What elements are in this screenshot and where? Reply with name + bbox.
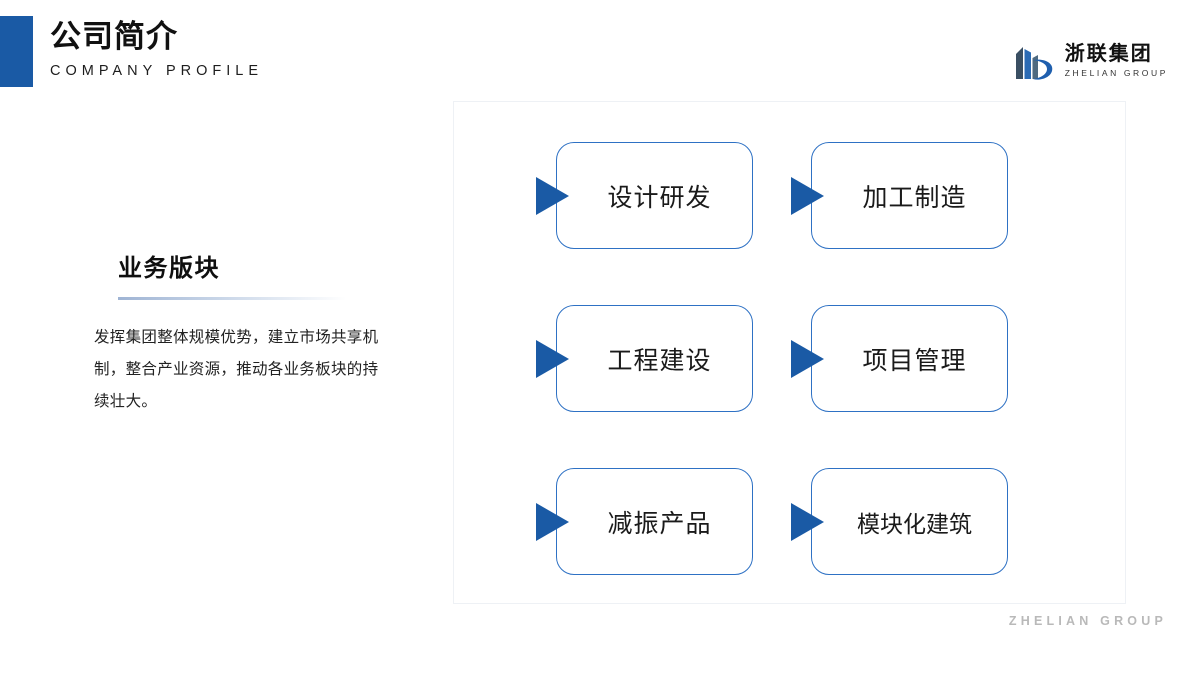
- logo-name-cn: 浙联集团: [1064, 42, 1153, 65]
- card-outline: [556, 468, 753, 575]
- card-label: 工程建设: [607, 346, 712, 375]
- brand-logo: 浙联集团 ZHELIAN GROUP: [1014, 38, 1168, 82]
- zhelian-building-logo-icon: [1015, 47, 1053, 80]
- play-triangle-icon: [536, 502, 569, 541]
- business-card-modular-building[interactable]: 模块化建筑: [791, 468, 1008, 575]
- header-text-group: 公司简介 COMPANY PROFILE: [50, 18, 263, 79]
- logo-name-en: ZHELIAN GROUP: [1064, 67, 1168, 78]
- play-triangle-icon: [791, 502, 824, 541]
- card-outline: [556, 305, 753, 412]
- play-triangle-icon: [536, 176, 569, 215]
- business-card-manufacturing[interactable]: 加工制造: [791, 142, 1008, 249]
- page-subtitle: COMPANY PROFILE: [50, 62, 264, 79]
- logo-wordmark: 浙联集团 ZHELIAN GROUP: [1065, 43, 1168, 78]
- business-card-vibration-damping-products[interactable]: 减振产品: [536, 468, 753, 575]
- play-triangle-icon: [791, 339, 824, 378]
- header-accent-bar: [0, 16, 33, 87]
- card-outline: [556, 142, 753, 249]
- play-triangle-icon: [791, 176, 824, 215]
- card-label: 设计研发: [607, 183, 712, 212]
- section-heading: 业务版块: [118, 255, 220, 282]
- heading-underline: [118, 297, 346, 300]
- card-outline: [811, 468, 1008, 575]
- section-body-text: 发挥集团整体规模优势，建立市场共享机制，整合产业资源，推动各业务板块的持续壮大。: [94, 329, 379, 410]
- business-card-engineering-construction[interactable]: 工程建设: [536, 305, 753, 412]
- business-card-project-management[interactable]: 项目管理: [791, 305, 1008, 412]
- play-triangle-icon: [536, 339, 569, 378]
- business-sectors-grid: 设计研发 加工制造 工程建设 项目管理 减振产品: [536, 142, 1008, 575]
- card-outline: [811, 142, 1008, 249]
- business-card-design-rd[interactable]: 设计研发: [536, 142, 753, 249]
- card-label: 加工制造: [862, 183, 967, 212]
- business-sectors-text-block: 业务版块 发挥集团整体规模优势，建立市场共享机制，整合产业资源，推动各业务板块的…: [94, 248, 394, 417]
- card-label: 项目管理: [862, 346, 967, 375]
- footer-brand-text: ZHELIAN GROUP: [1008, 614, 1167, 628]
- card-label: 减振产品: [607, 509, 712, 538]
- card-label: 模块化建筑: [857, 510, 972, 537]
- business-sectors-panel: 设计研发 加工制造 工程建设 项目管理 减振产品: [453, 101, 1126, 604]
- page-title: 公司简介: [50, 19, 178, 54]
